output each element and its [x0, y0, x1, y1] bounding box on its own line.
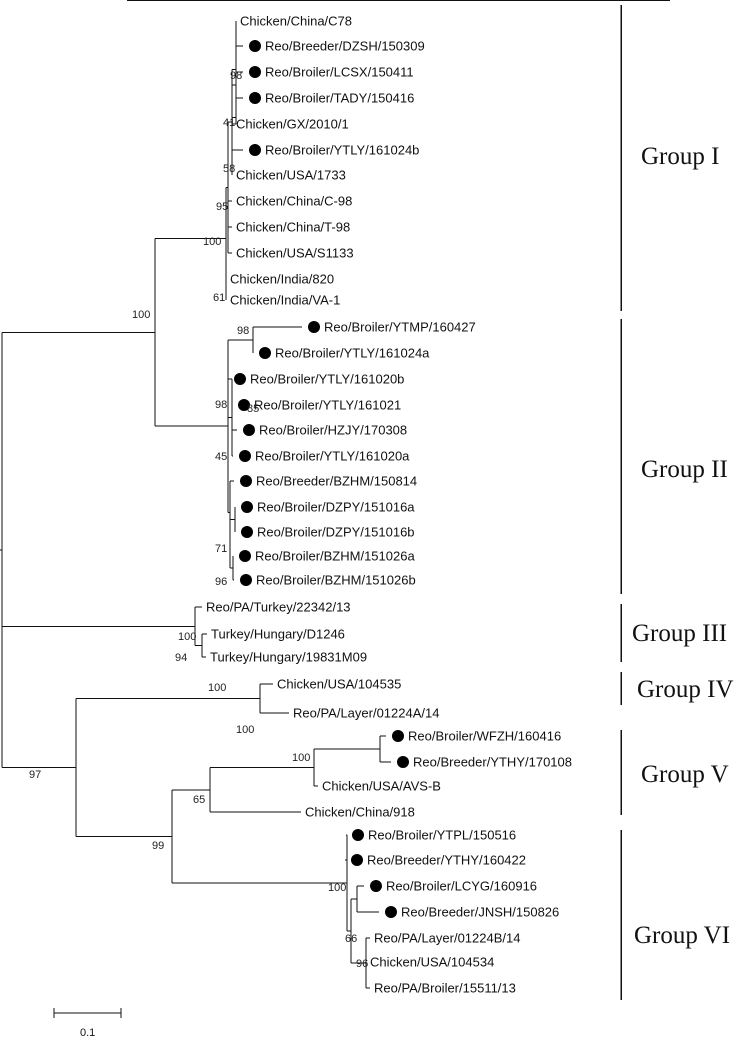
scale-bar: 0.1	[53, 1008, 122, 1039]
leaf-label: Chicken/India/820	[230, 272, 334, 287]
sample-marker-dot	[249, 40, 261, 52]
leaf-label: Reo/Breeder/DZSH/150309	[265, 39, 425, 54]
bootstrap-value: 85	[247, 403, 259, 415]
sample-marker-dot	[385, 906, 397, 918]
tree-branches	[0, 21, 391, 989]
leaf-label: Reo/Broiler/YTLY/161024a	[275, 346, 430, 361]
sample-marker-dot	[234, 373, 246, 385]
leaf-label: Turkey/Hungary/D1246	[211, 627, 345, 642]
leaf-label: Reo/PA/Layer/01224A/14	[293, 706, 439, 721]
bootstrap-value: 100	[203, 236, 221, 248]
sample-marker-dot	[243, 424, 255, 436]
sample-marker-dot	[392, 730, 404, 742]
leaf-label: Chicken/India/VA-1	[230, 293, 340, 308]
leaf-label: Chicken/China/C-98	[236, 194, 352, 209]
group-label: Group I	[641, 143, 719, 170]
leaf-label: Turkey/Hungary/19831M09	[210, 650, 367, 665]
bootstrap-value: 98	[230, 70, 242, 82]
sample-marker-dot	[352, 829, 364, 841]
bootstrap-value: 41	[223, 117, 235, 129]
leaf-label: Chicken/China/C78	[240, 14, 352, 29]
bootstrap-value: 95	[216, 201, 228, 213]
sample-marker-dot	[249, 92, 261, 104]
bootstrap-value: 94	[175, 652, 187, 664]
scale-bar-label: 0.1	[80, 1027, 95, 1039]
leaf-label: Reo/Broiler/YTMP/160427	[324, 320, 476, 335]
bootstrap-value: 98	[237, 325, 249, 337]
leaf-label: Reo/Broiler/YTLY/161024b	[265, 143, 419, 158]
leaf-label: Chicken/USA/AVS-B	[322, 779, 441, 794]
leaf-label: Reo/Broiler/YTLY/161021	[254, 398, 401, 413]
group-label: Group IV	[637, 676, 734, 703]
group-label: Group III	[632, 620, 727, 647]
sample-marker-dot	[259, 347, 271, 359]
leaf-label: Reo/Breeder/BZHM/150814	[256, 474, 417, 489]
bootstrap-value: 45	[215, 451, 227, 463]
leaf-label: Reo/Broiler/BZHM/151026b	[256, 573, 416, 588]
sample-marker-dot	[351, 854, 363, 866]
bootstrap-value: 96	[356, 958, 368, 970]
sample-marker-dot	[397, 756, 409, 768]
bootstrap-value: 100	[132, 309, 150, 321]
leaf-label: Reo/Broiler/DZPY/151016b	[257, 525, 415, 540]
leaf-label: Reo/Breeder/JNSH/150826	[401, 905, 559, 920]
leaf-label: Reo/Broiler/LCSX/150411	[265, 65, 414, 80]
leaf-label: Reo/PA/Turkey/22342/13	[206, 600, 351, 615]
leaf-label: Reo/PA/Layer/01224B/14	[374, 931, 520, 946]
leaf-label: Chicken/China/T-98	[236, 220, 350, 235]
leaf-label: Reo/Breeder/YTHY/170108	[413, 755, 572, 770]
leaf-label: Reo/Breeder/YTHY/160422	[367, 853, 526, 868]
leaf-label: Reo/PA/Broiler/15511/13	[374, 981, 516, 996]
leaf-label: Chicken/USA/S1133	[236, 246, 354, 261]
bootstrap-value: 100	[236, 724, 254, 736]
leaf-label: Chicken/China/918	[305, 805, 415, 820]
sample-marker-dot	[239, 450, 251, 462]
sample-marker-dot	[238, 399, 250, 411]
sample-marker-dot	[241, 526, 253, 538]
leaf-label: Chicken/USA/104535	[277, 677, 401, 692]
leaf-label: Reo/Broiler/YTLY/161020a	[255, 449, 410, 464]
leaf-label: Reo/Broiler/TADY/150416	[265, 91, 414, 106]
leaf-label: Chicken/USA/1733	[236, 168, 346, 183]
sample-marker-dot	[249, 66, 261, 78]
sample-marker-dot	[241, 501, 253, 513]
bootstrap-value: 65	[193, 794, 205, 806]
bootstrap-value: 100	[178, 631, 196, 643]
sample-marker-dot	[249, 144, 261, 156]
sample-marker-dot	[239, 550, 251, 562]
bootstrap-value: 66	[345, 933, 357, 945]
bootstrap-value: 71	[215, 543, 227, 555]
leaf-label: Reo/Broiler/HZJY/170308	[259, 423, 407, 438]
bootstrap-value: 58	[223, 163, 235, 175]
group-brackets: Group I Group II Group III Group IV Group V G…	[620, 5, 734, 1000]
leaf-label: Reo/Broiler/WFZH/160416	[408, 729, 561, 744]
leaf-label: Chicken/GX/2010/1	[236, 117, 349, 132]
leaf-label: Reo/Broiler/YTPL/150516	[368, 828, 516, 843]
group-label: Group V	[641, 761, 729, 788]
bootstrap-value: 61	[213, 292, 225, 304]
leaf-label: Reo/Broiler/LCYG/160916	[386, 879, 537, 894]
tree-leaves: Chicken/China/C78Reo/Breeder/DZSH/150309…	[206, 14, 572, 996]
leaf-label: Reo/Broiler/BZHM/151026a	[255, 549, 415, 564]
group-label: Group VI	[634, 922, 730, 949]
group-label: Group II	[641, 456, 728, 483]
sample-marker-dot	[308, 321, 320, 333]
bootstrap-value: 96	[215, 576, 227, 588]
bootstrap-value: 100	[208, 682, 226, 694]
bootstrap-value: 100	[328, 882, 346, 894]
leaf-label: Reo/Broiler/YTLY/161020b	[250, 372, 404, 387]
bootstrap-value: 99	[152, 840, 164, 852]
leaf-label: Reo/Broiler/DZPY/151016a	[257, 500, 415, 515]
sample-marker-dot	[370, 880, 382, 892]
sample-marker-dot	[240, 574, 252, 586]
sample-marker-dot	[240, 475, 252, 487]
bootstrap-value: 98	[215, 399, 227, 411]
leaf-label: Chicken/USA/104534	[370, 955, 494, 970]
bootstrap-value: 100	[292, 752, 310, 764]
bootstrap-values: 98 41 58 95 100 61 100 98 85 98 45 71 96 100 94 100 100 1…	[29, 70, 368, 970]
bootstrap-value: 97	[29, 769, 41, 781]
